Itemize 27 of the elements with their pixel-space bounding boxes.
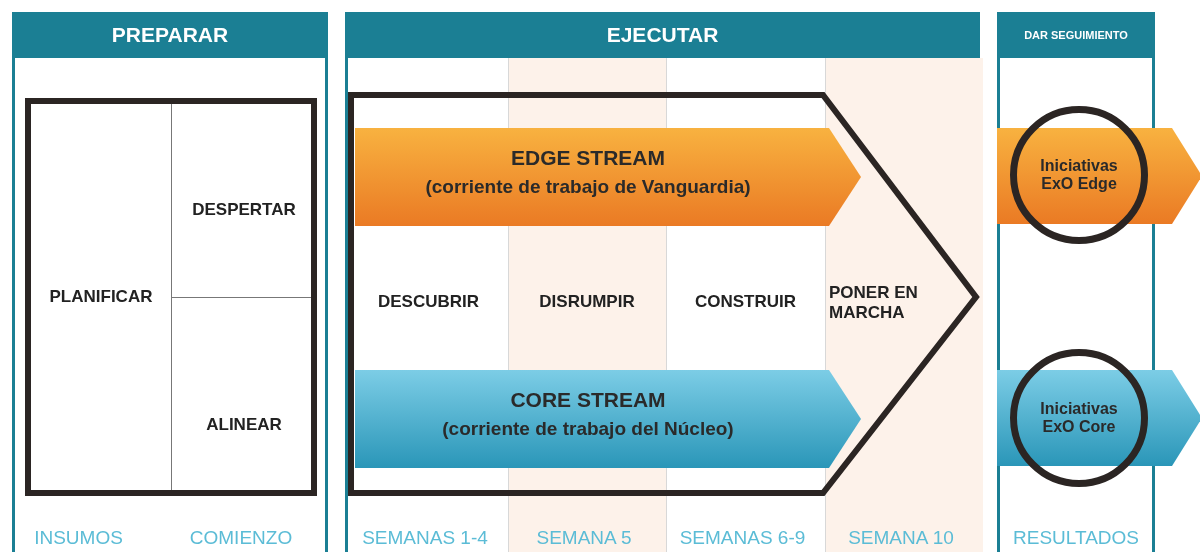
step-label: PONER EN MARCHA bbox=[829, 275, 939, 331]
stream-subtitle: (corriente de trabajo de Vanguardia) bbox=[424, 176, 752, 198]
phase-header: EJECUTAR bbox=[345, 12, 980, 58]
stream-title: CORE STREAM bbox=[509, 388, 667, 412]
step-label: PLANIFICAR bbox=[31, 260, 171, 334]
column-label: SEMANA 10 bbox=[847, 527, 955, 549]
stream-subtitle: (corriente de trabajo del Núcleo) bbox=[441, 418, 735, 440]
result-label: Iniciativas ExO Edge bbox=[1039, 157, 1119, 193]
step-label: DESPERTAR bbox=[173, 170, 315, 250]
step-label: DISRUMPIR bbox=[510, 280, 664, 324]
stream-title: EDGE STREAM bbox=[510, 146, 666, 170]
phase-panel bbox=[12, 12, 328, 552]
phase-header: PREPARAR bbox=[12, 12, 328, 58]
phase-header: DAR SEGUIMIENTO bbox=[997, 12, 1155, 58]
column-label: COMIENZO bbox=[188, 527, 294, 549]
result-label: Iniciativas ExO Core bbox=[1039, 400, 1119, 436]
step-label: DESCUBRIR bbox=[351, 280, 506, 324]
step-label: ALINEAR bbox=[173, 385, 315, 465]
column-label: RESULTADOS bbox=[1012, 527, 1140, 549]
phase-panel bbox=[345, 12, 980, 552]
column-label: SEMANAS 6-9 bbox=[678, 527, 807, 549]
column-label: SEMANAS 1-4 bbox=[361, 527, 489, 549]
result-circle bbox=[1010, 349, 1148, 487]
column-label: SEMANA 5 bbox=[535, 527, 633, 549]
result-circle bbox=[1010, 106, 1148, 244]
column-label: INSUMOS bbox=[33, 527, 124, 549]
step-label: CONSTRUIR bbox=[668, 280, 823, 324]
